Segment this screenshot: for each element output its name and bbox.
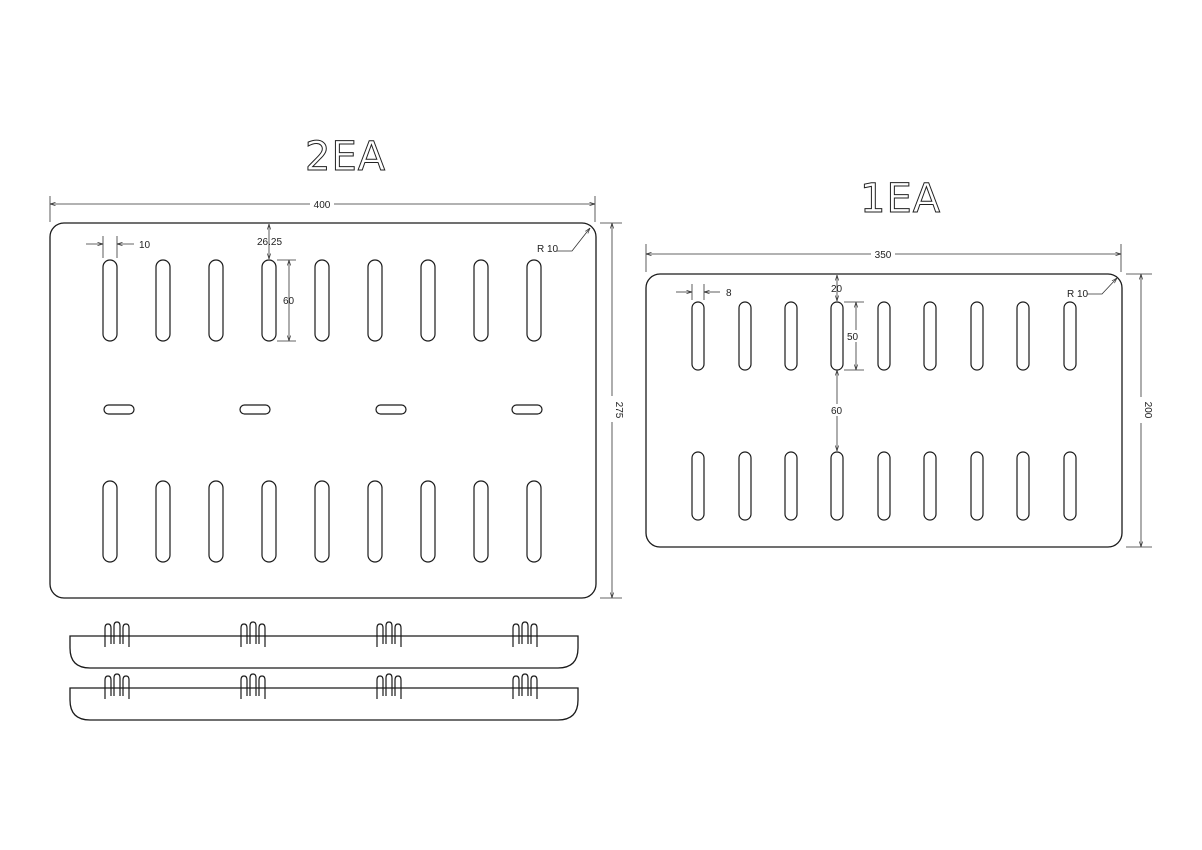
right-row-gap-label: 60	[831, 406, 843, 417]
strip-tab	[512, 673, 538, 699]
left-height-label: 275	[613, 402, 624, 419]
slot	[526, 259, 542, 342]
right-panel-outline	[645, 273, 1123, 548]
strip-tab	[240, 673, 266, 699]
slot	[784, 451, 798, 521]
right-radius-label: R 10	[1067, 289, 1089, 300]
slot	[102, 480, 118, 563]
slot	[784, 301, 798, 371]
horizontal-slot	[511, 404, 543, 415]
slot	[208, 259, 224, 342]
left-top-offset-dimension: 26.25	[257, 224, 282, 259]
strip-tab	[376, 621, 402, 647]
slot	[1016, 451, 1030, 521]
right-width-dimension: 350	[645, 244, 1122, 272]
slot	[473, 259, 489, 342]
slot	[1063, 451, 1077, 521]
left-panel-outline	[49, 222, 597, 599]
strip-tab	[376, 673, 402, 699]
slot	[102, 259, 118, 342]
slot	[526, 480, 542, 563]
strip-tab	[104, 673, 130, 699]
right-height-dimension: 200	[1126, 273, 1153, 548]
slot	[830, 301, 844, 371]
horizontal-slot	[375, 404, 407, 415]
slot	[738, 451, 752, 521]
right-bottom-slot-row	[691, 451, 1077, 521]
right-height-label: 200	[1142, 402, 1153, 419]
strip-tab	[512, 621, 538, 647]
horizontal-slot	[103, 404, 135, 415]
side-strip-bottom	[69, 673, 579, 721]
left-middle-slot-row	[103, 404, 543, 415]
left-slot-margin-dimension: 10	[86, 236, 151, 258]
right-radius-callout: R 10	[1067, 278, 1117, 300]
horizontal-slot	[239, 404, 271, 415]
slot	[1016, 301, 1030, 371]
right-slot-length-label: 50	[847, 332, 859, 343]
slot	[691, 301, 705, 371]
slot	[877, 451, 891, 521]
slot	[261, 480, 277, 563]
left-slot-length-label: 60	[283, 296, 295, 307]
slot	[923, 451, 937, 521]
slot	[155, 259, 171, 342]
slot	[208, 480, 224, 563]
slot	[420, 480, 436, 563]
slot	[1063, 301, 1077, 371]
right-slot-margin-label: 8	[726, 288, 732, 299]
right-top-offset-label: 20	[831, 284, 843, 295]
left-radius-callout: R 10	[537, 228, 590, 255]
left-slot-margin-label: 10	[139, 240, 151, 251]
slot	[261, 259, 277, 342]
left-quantity-title: 2EA	[305, 134, 386, 180]
slot	[367, 480, 383, 563]
slot	[314, 480, 330, 563]
side-strip-top	[69, 621, 579, 669]
left-radius-label: R 10	[537, 244, 559, 255]
slot	[691, 451, 705, 521]
left-top-offset-label: 26.25	[257, 237, 282, 248]
left-width-label: 400	[314, 200, 331, 211]
slot	[738, 301, 752, 371]
right-slot-length-dimension: 50	[844, 301, 864, 371]
slot	[473, 480, 489, 563]
right-slot-margin-dimension: 8	[676, 284, 732, 300]
left-slot-length-dimension: 60	[277, 259, 296, 342]
right-top-offset-dimension: 20	[831, 275, 843, 301]
slot	[970, 451, 984, 521]
slot	[970, 301, 984, 371]
right-row-gap-dimension: 60	[829, 370, 845, 451]
left-width-dimension: 400	[49, 196, 596, 222]
left-bottom-slot-row	[102, 480, 542, 563]
slot	[923, 301, 937, 371]
left-height-dimension: 275	[600, 222, 624, 599]
right-top-slot-row	[691, 301, 1077, 371]
slot	[367, 259, 383, 342]
strip-tab	[240, 621, 266, 647]
slot	[155, 480, 171, 563]
right-width-label: 350	[875, 250, 892, 261]
left-top-slot-row	[102, 259, 542, 342]
slot	[420, 259, 436, 342]
slot	[314, 259, 330, 342]
strip-tab	[104, 621, 130, 647]
right-quantity-title: 1EA	[860, 176, 941, 222]
slot	[877, 301, 891, 371]
slot	[830, 451, 844, 521]
